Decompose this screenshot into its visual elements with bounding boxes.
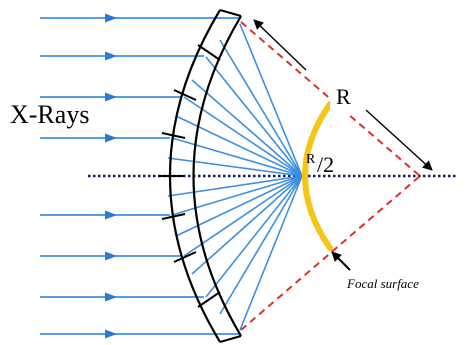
radius-label-bg: [330, 84, 358, 114]
reflected-ray: [219, 175, 303, 315]
focal-surface-label: Focal surface: [346, 276, 419, 291]
ray-arrowhead: [105, 92, 117, 102]
incoming-rays: [40, 13, 240, 339]
radius-dimension-arrow-2: [365, 109, 433, 171]
half-radius-label-numerator: R: [306, 152, 316, 167]
reflected-ray: [205, 175, 303, 298]
mirror-cap-bottom: [219, 334, 242, 344]
reflected-ray: [205, 56, 303, 177]
curved-mirror-array: [158, 8, 242, 344]
mirror-cell-divider: [173, 251, 197, 263]
reflected-ray: [239, 23, 303, 177]
radius-label: R: [336, 84, 351, 109]
focal-surface-arc: [302, 101, 333, 251]
reflected-ray: [171, 175, 303, 216]
radius-line-top: [240, 21, 421, 177]
ray-arrowhead: [105, 329, 117, 339]
ray-arrowhead: [105, 51, 117, 61]
focused-rays: [167, 23, 303, 331]
reflected-ray: [167, 157, 303, 177]
reflected-ray: [183, 96, 303, 177]
ray-arrowhead: [105, 210, 117, 220]
mirror-cell-divider: [197, 291, 221, 308]
radius-line-bottom: [240, 175, 421, 331]
ray-arrowhead: [105, 13, 117, 23]
mirror-inner-arc: [192, 15, 242, 337]
reflected-ray: [219, 39, 303, 177]
ray-arrowhead: [105, 292, 117, 302]
mirror-cell-divider: [197, 44, 221, 61]
reflected-ray: [191, 79, 303, 177]
reflected-ray: [239, 175, 303, 331]
mirror-cap-top: [219, 8, 242, 18]
mirror-cell-dividers: [158, 44, 221, 308]
focal-surface-pointer: [331, 251, 351, 271]
reflected-ray: [191, 175, 303, 275]
reflected-ray: [171, 137, 303, 177]
ray-arrowhead: [105, 133, 117, 143]
reflected-ray: [175, 175, 303, 237]
radius-dimension-arrow: [253, 19, 307, 71]
half-radius-label-denominator: /2: [317, 152, 334, 177]
reflected-ray: [175, 115, 303, 177]
mirror-cell-divider: [161, 132, 186, 139]
mirror-cell-divider: [161, 213, 186, 220]
reflected-ray: [167, 175, 303, 197]
xrays-label: X-Rays: [10, 100, 89, 129]
mirror-cell-divider: [173, 89, 197, 101]
reflected-ray: [183, 175, 303, 257]
ray-arrowhead: [105, 251, 117, 261]
